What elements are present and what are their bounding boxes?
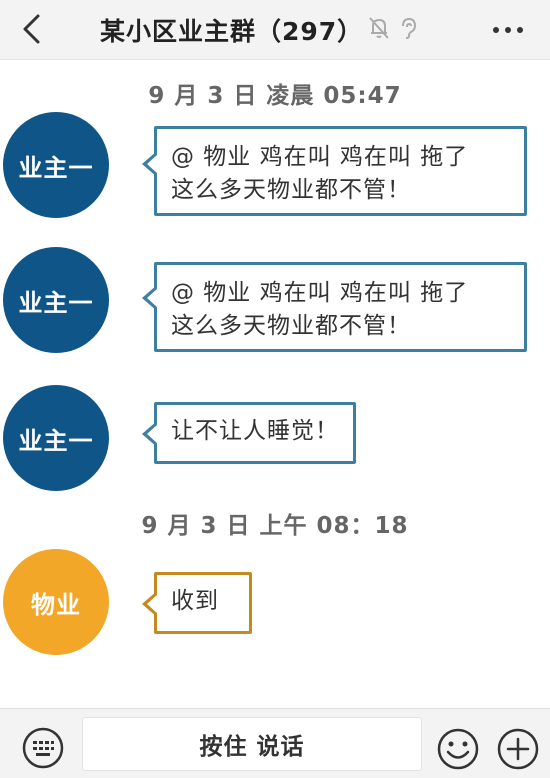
hold-to-talk-button[interactable]: 按住 说话 bbox=[82, 717, 422, 771]
plus-icon[interactable] bbox=[496, 727, 540, 771]
more-icon[interactable] bbox=[490, 20, 526, 40]
chat-header: 某小区业主群（297） bbox=[0, 0, 550, 60]
message-bubble[interactable]: @ 物业 鸡在叫 鸡在叫 拖了 这么多天物业都不管！ bbox=[142, 126, 527, 216]
message-text: 这么多天物业都不管！ bbox=[171, 313, 411, 339]
message-bubble[interactable]: 让不让人睡觉！ bbox=[142, 402, 356, 464]
chat-title: 某小区业主群（297） bbox=[100, 17, 364, 46]
message-text: 这么多天物业都不管！ bbox=[171, 177, 411, 203]
back-icon[interactable] bbox=[14, 10, 50, 48]
avatar[interactable]: 业主一 bbox=[3, 385, 109, 491]
timestamp: 9 月 3 日 上午 08：18 bbox=[141, 513, 409, 539]
message-text: @ 物业 鸡在叫 鸡在叫 拖了 bbox=[171, 144, 469, 170]
message-text: 收到 bbox=[171, 588, 219, 614]
message-bubble[interactable]: 收到 bbox=[142, 572, 252, 634]
message-bubble[interactable]: @ 物业 鸡在叫 鸡在叫 拖了 这么多天物业都不管！ bbox=[142, 262, 527, 352]
input-bar: 按住 说话 bbox=[0, 708, 550, 778]
mute-bell-icon bbox=[369, 17, 389, 39]
emoji-icon[interactable] bbox=[436, 727, 480, 771]
avatar[interactable]: 业主一 bbox=[3, 112, 109, 218]
keyboard-icon[interactable] bbox=[22, 727, 64, 769]
message-text: @ 物业 鸡在叫 鸡在叫 拖了 bbox=[171, 280, 469, 306]
ear-icon bbox=[402, 17, 417, 39]
timestamp: 9 月 3 日 凌晨 05:47 bbox=[148, 83, 402, 109]
avatar[interactable]: 物业 bbox=[3, 549, 109, 655]
avatar[interactable]: 业主一 bbox=[3, 247, 109, 353]
message-text: 让不让人睡觉！ bbox=[171, 418, 339, 444]
